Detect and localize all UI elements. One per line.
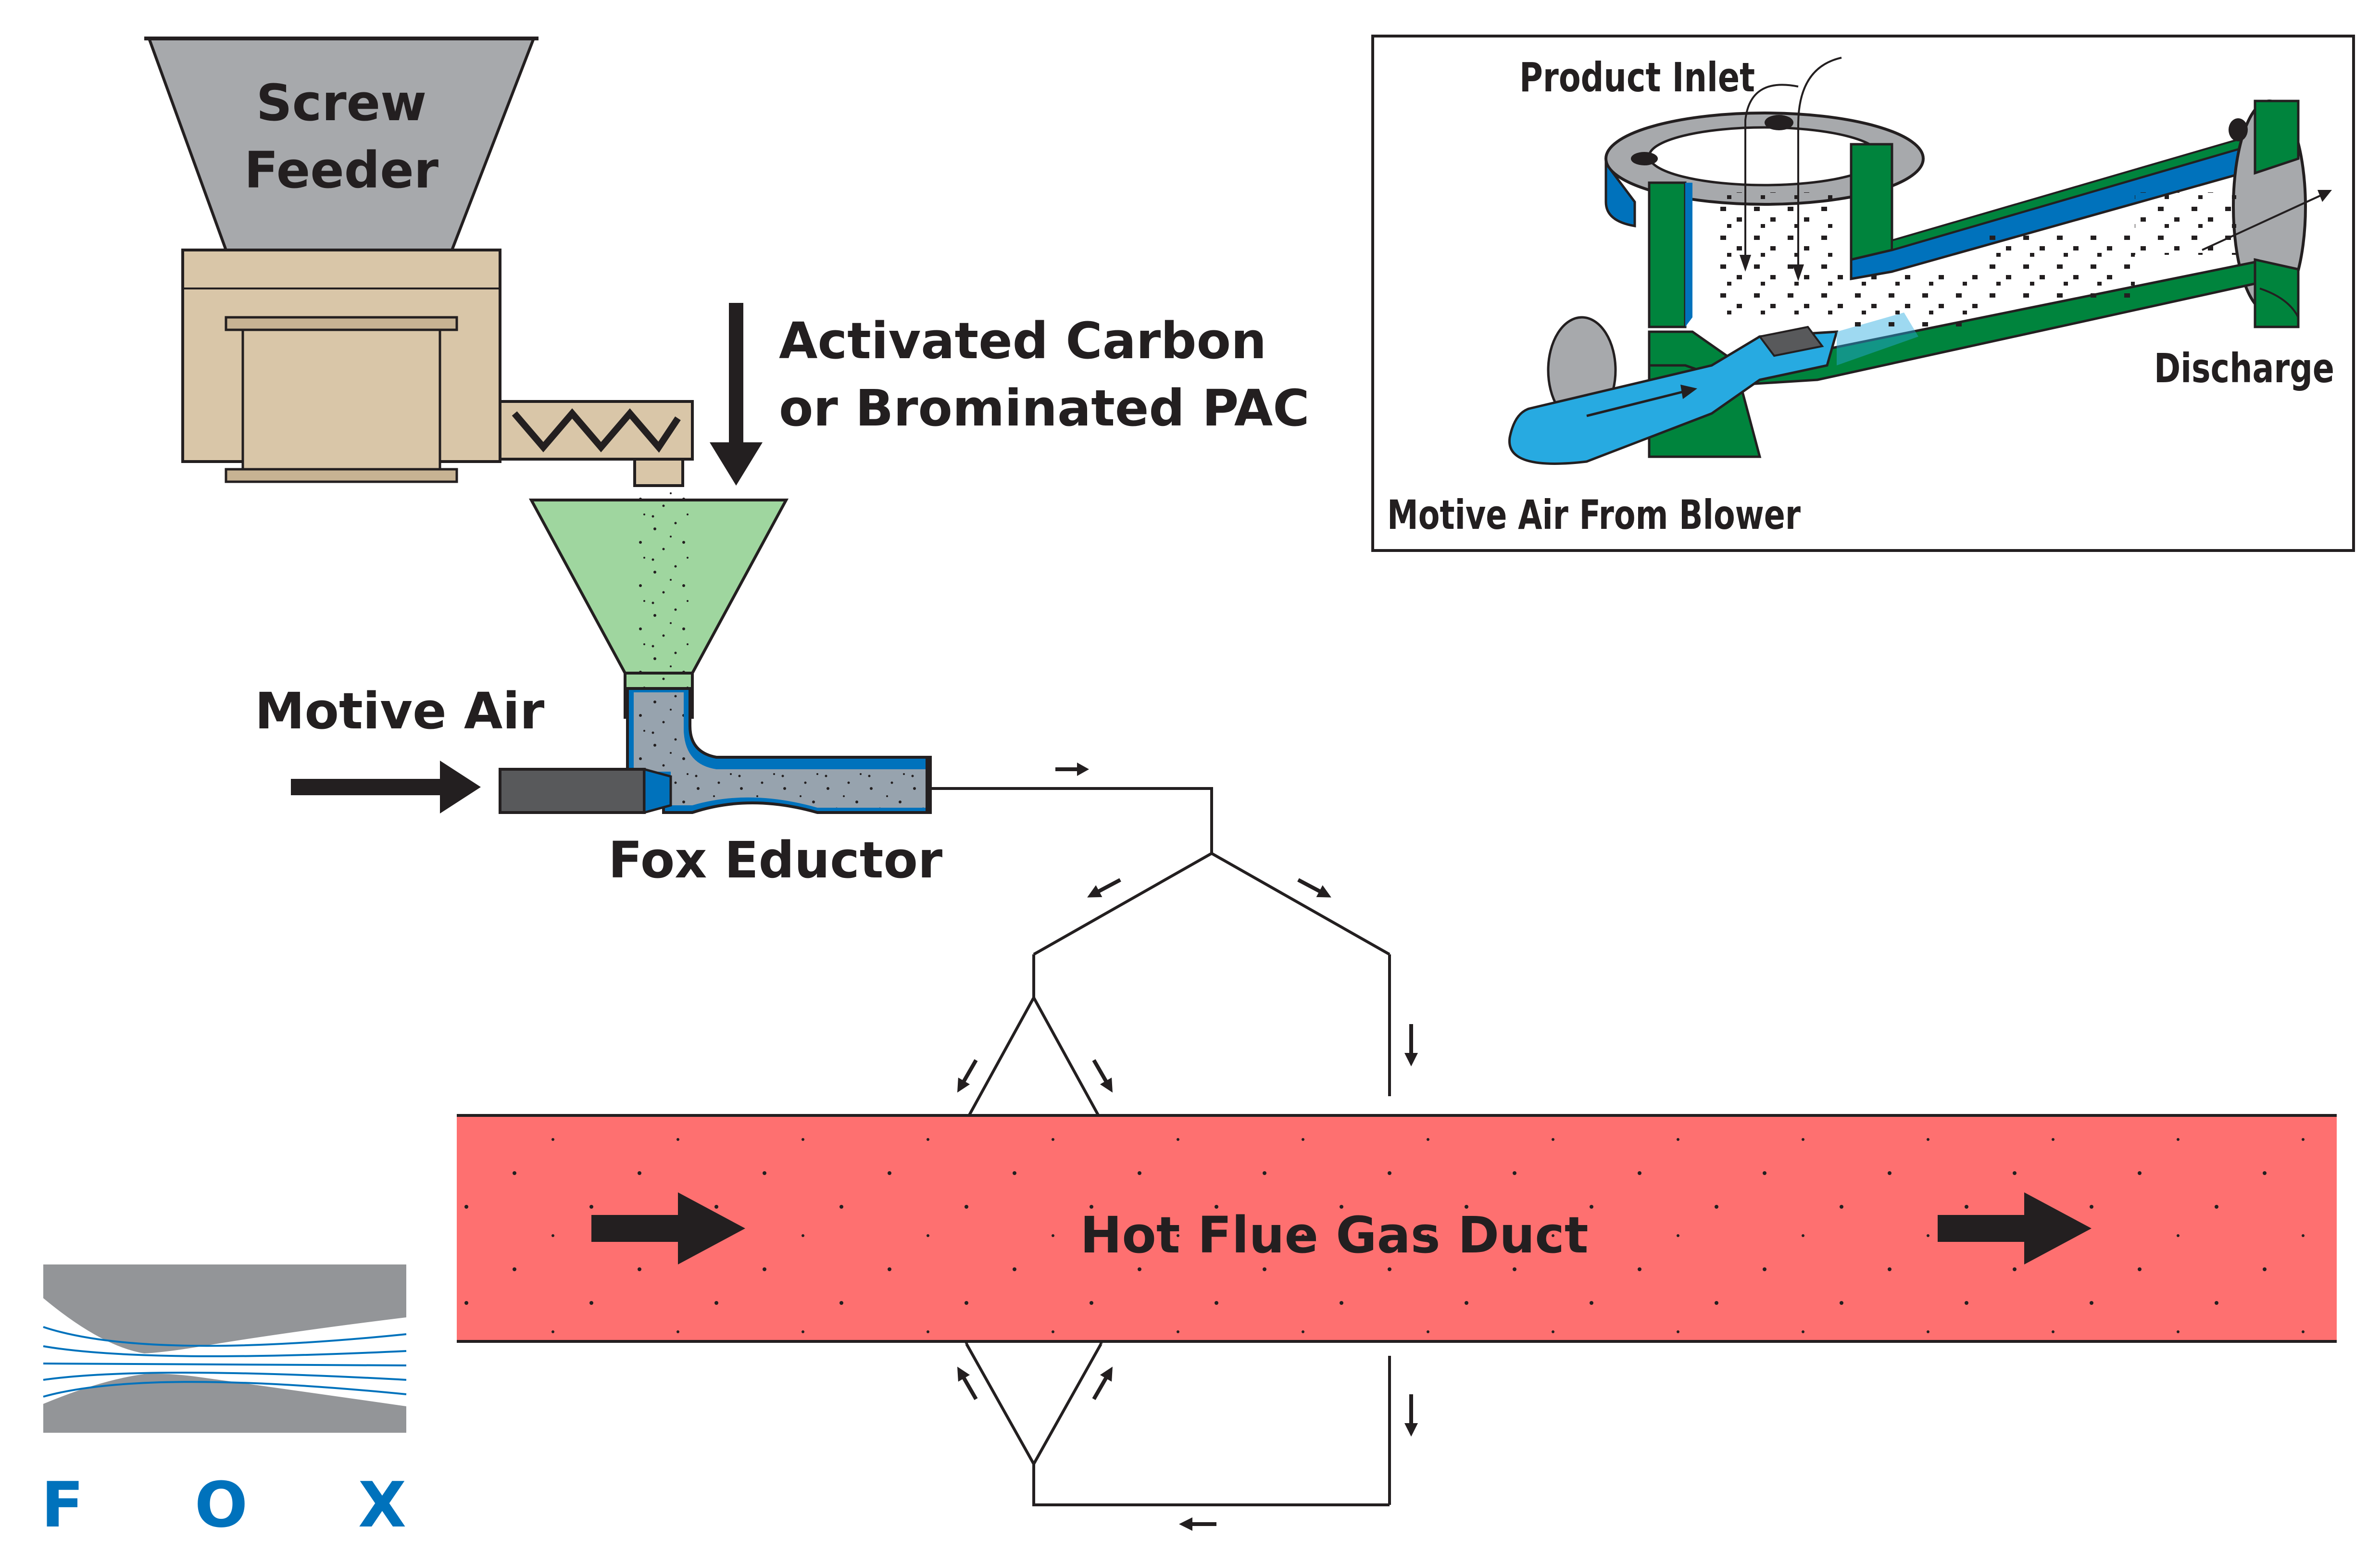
screw-feeder-label-line1: Screw <box>256 74 426 132</box>
motive-air-arrow <box>291 761 481 813</box>
flow-arrows <box>957 763 1418 1531</box>
fox-eductor-label: Fox Eductor <box>608 831 942 889</box>
auger-screw <box>512 408 681 453</box>
fox-logo-upper-shape <box>43 1264 406 1353</box>
eductor-nozzle <box>499 768 646 814</box>
eductor-cutaway-inset <box>1371 35 2355 552</box>
fox-eductor <box>499 687 932 814</box>
screw-feeder-label-line2: Feeder <box>244 141 438 200</box>
fox-logo-lower-shape <box>43 1374 406 1433</box>
carbon-label-line1: Activated Carbon <box>779 312 1266 370</box>
carbon-label-line2: or Brominated PAC <box>779 379 1310 438</box>
hot-flue-gas-duct-label: Hot Flue Gas Duct <box>1080 1206 1588 1264</box>
fox-logo-letter-o: O <box>195 1468 248 1541</box>
inset-discharge-label: Discharge <box>2154 345 2334 392</box>
duct-flow-arrow-right <box>1938 1192 2092 1264</box>
inset-motive-nozzle <box>1508 330 1839 465</box>
screw-feeder <box>144 37 694 487</box>
inset-product-inlet-label: Product Inlet <box>1519 54 1755 101</box>
fox-logo: F O X <box>41 1264 407 1541</box>
duct-flow-arrow-left <box>591 1192 745 1264</box>
motive-air-label: Motive Air <box>255 682 544 740</box>
carbon-feed-arrow <box>710 303 763 486</box>
fox-logo-letter-f: F <box>41 1468 84 1541</box>
fox-logo-letter-x: X <box>358 1468 406 1541</box>
inset-motive-air-label: Motive Air From Blower <box>1387 491 1801 538</box>
